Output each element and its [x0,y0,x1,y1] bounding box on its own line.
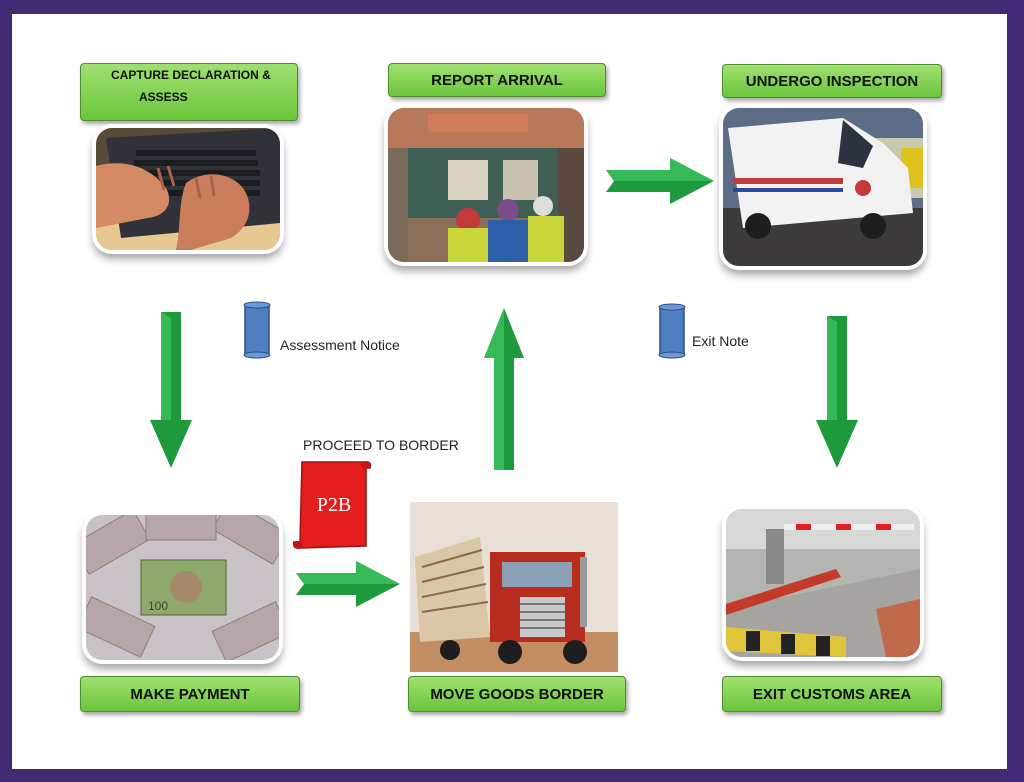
down-arrow-to-exit [816,316,858,468]
right-arrow-to-move-goods [296,561,400,607]
svg-text:100: 100 [148,599,168,613]
assessment-notice-icon [240,301,274,359]
border-post-photo [388,108,584,262]
boom-gate-photo [726,509,920,657]
customs-van-photo [723,108,923,266]
capture-label-line1: CAPTURE DECLARATION & [111,68,271,82]
down-arrow-to-payment [150,312,192,468]
step-label-report-arrival: REPORT ARRIVAL [388,63,606,97]
exit-note-icon [655,303,689,359]
step-label-move-goods-border: MOVE GOODS BORDER [408,676,626,712]
p2b-document-icon [292,456,372,554]
step-label-exit-customs-area: EXIT CUSTOMS AREA [722,676,942,712]
right-arrow-to-inspection [606,158,714,204]
p2b-label: P2B [316,494,352,516]
step-label-undergo-inspection: UNDERGO INSPECTION [722,64,942,98]
exit-note-label: Exit Note [692,333,749,349]
assessment-notice-label: Assessment Notice [280,337,400,353]
capture-label-line2: ASSESS [139,90,188,104]
step-label-make-payment: MAKE PAYMENT [80,676,300,712]
laptop-photo [96,128,280,250]
banknotes-photo: 100 [86,515,279,660]
truck-photo [410,502,618,672]
step-label-capture-declaration: CAPTURE DECLARATION & ASSESS [80,63,298,121]
proceed-to-border-label: PROCEED TO BORDER [303,437,459,453]
up-arrow-to-report [484,308,524,470]
